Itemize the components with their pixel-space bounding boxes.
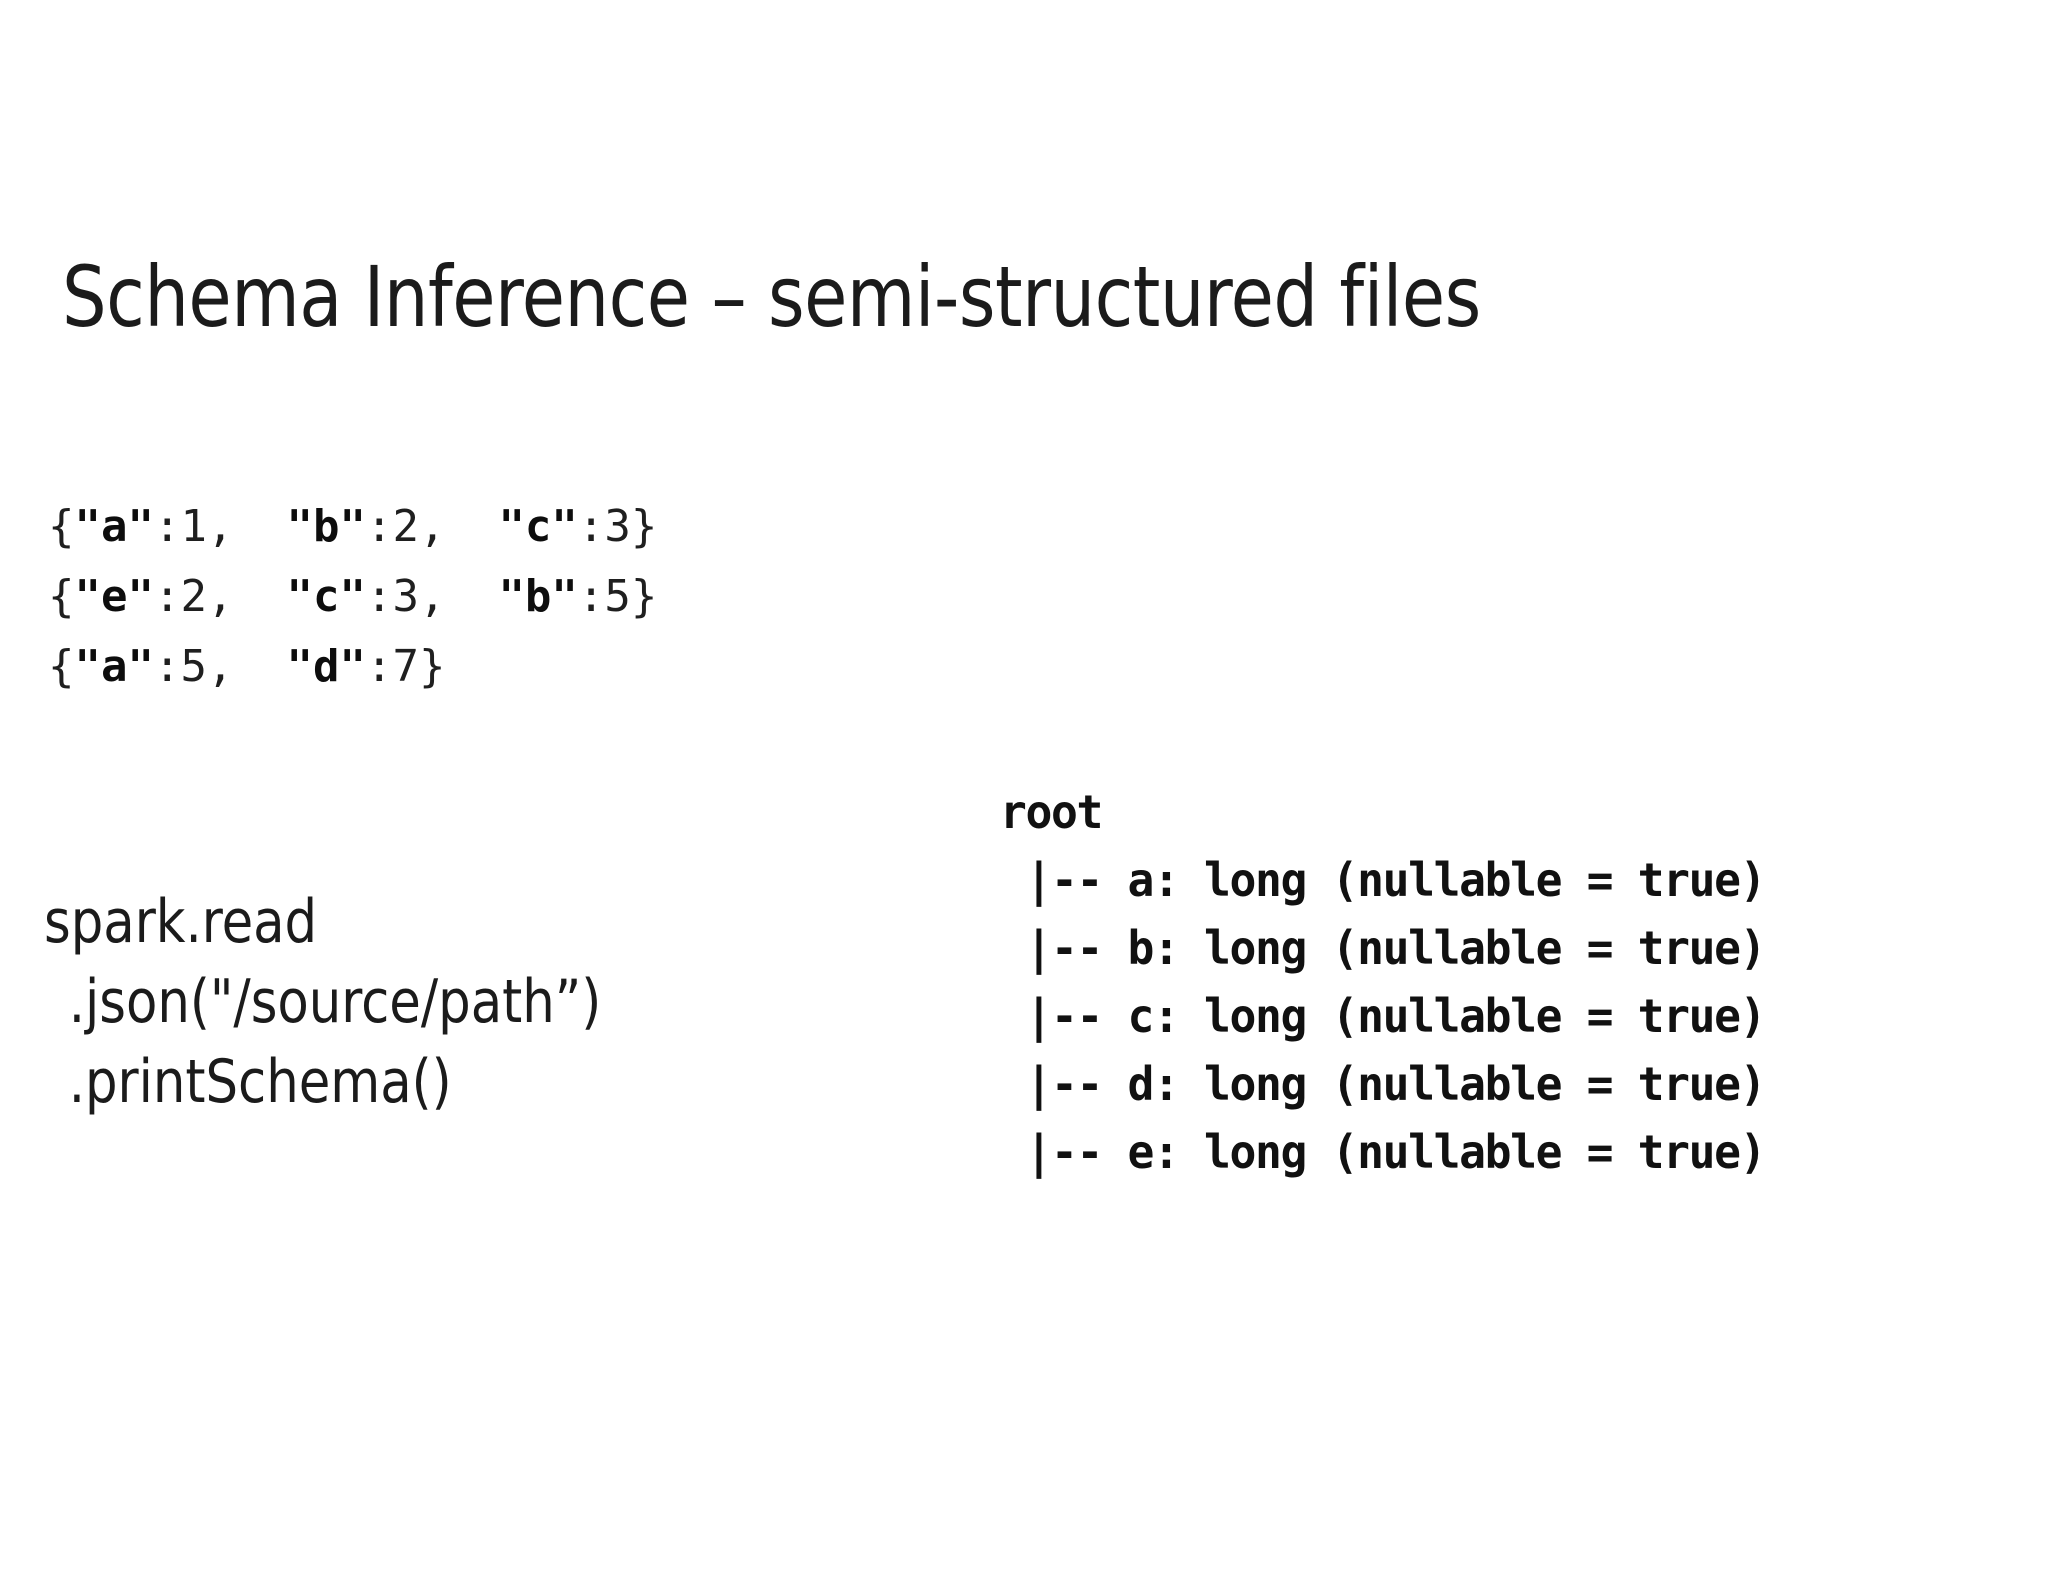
json-sample-line: {"e":2, "c":3, "b":5} (48, 562, 657, 632)
json-colon: : (365, 571, 393, 622)
json-value: 2 (180, 571, 207, 622)
json-value: 5 (180, 641, 207, 692)
json-value: 7 (392, 641, 419, 692)
json-sample-line: {"a":5, "d":7} (48, 632, 657, 702)
json-key: "e" (74, 571, 154, 622)
schema-field-row: |-- d: long (nullable = true) (1000, 1057, 1766, 1111)
json-separator: , (206, 501, 287, 552)
json-value: 5 (604, 571, 631, 622)
json-key: "b" (498, 571, 578, 622)
json-key: "b" (286, 501, 366, 552)
json-colon: : (153, 501, 181, 552)
json-colon: : (365, 501, 393, 552)
json-sample-block: {"a":1, "b":2, "c":3}{"e":2, "c":3, "b":… (48, 492, 657, 702)
json-value: 2 (392, 501, 419, 552)
spark-code-line: .json("/source/path”) (68, 967, 602, 1037)
json-separator: , (418, 571, 499, 622)
json-close-brace: } (630, 501, 658, 552)
json-key: "c" (286, 571, 366, 622)
json-open-brace: { (48, 501, 75, 552)
schema-field-row: |-- e: long (nullable = true) (1000, 1125, 1766, 1179)
json-close-brace: } (418, 641, 446, 692)
print-schema-output: root |-- a: long (nullable = true) |-- b… (1000, 778, 1767, 1186)
json-open-brace: { (48, 641, 75, 692)
json-separator: , (206, 641, 287, 692)
schema-field-row: |-- a: long (nullable = true) (1000, 853, 1766, 907)
spark-code-block: spark.read .json("/source/path”) .printSch… (44, 882, 601, 1122)
json-key: "c" (498, 501, 578, 552)
json-colon: : (153, 641, 181, 692)
schema-field-row: |-- b: long (nullable = true) (1000, 921, 1766, 975)
json-colon: : (577, 571, 605, 622)
json-key: "a" (74, 641, 154, 692)
json-value: 3 (392, 571, 419, 622)
spark-code-line: .printSchema() (68, 1047, 452, 1117)
json-colon: : (577, 501, 605, 552)
json-value: 1 (180, 501, 207, 552)
json-sample-line: {"a":1, "b":2, "c":3} (48, 492, 657, 562)
json-separator: , (206, 571, 287, 622)
spark-code-line: spark.read (44, 887, 318, 957)
json-key: "a" (74, 501, 154, 552)
json-value: 3 (604, 501, 631, 552)
json-colon: : (153, 571, 181, 622)
json-separator: , (418, 501, 499, 552)
json-colon: : (365, 641, 393, 692)
schema-field-row: |-- c: long (nullable = true) (1000, 989, 1766, 1043)
page-title: Schema Inference – semi-structured files (62, 248, 1481, 347)
json-key: "d" (286, 641, 366, 692)
json-close-brace: } (630, 571, 658, 622)
schema-root-label: root (1000, 785, 1103, 839)
json-open-brace: { (48, 571, 75, 622)
